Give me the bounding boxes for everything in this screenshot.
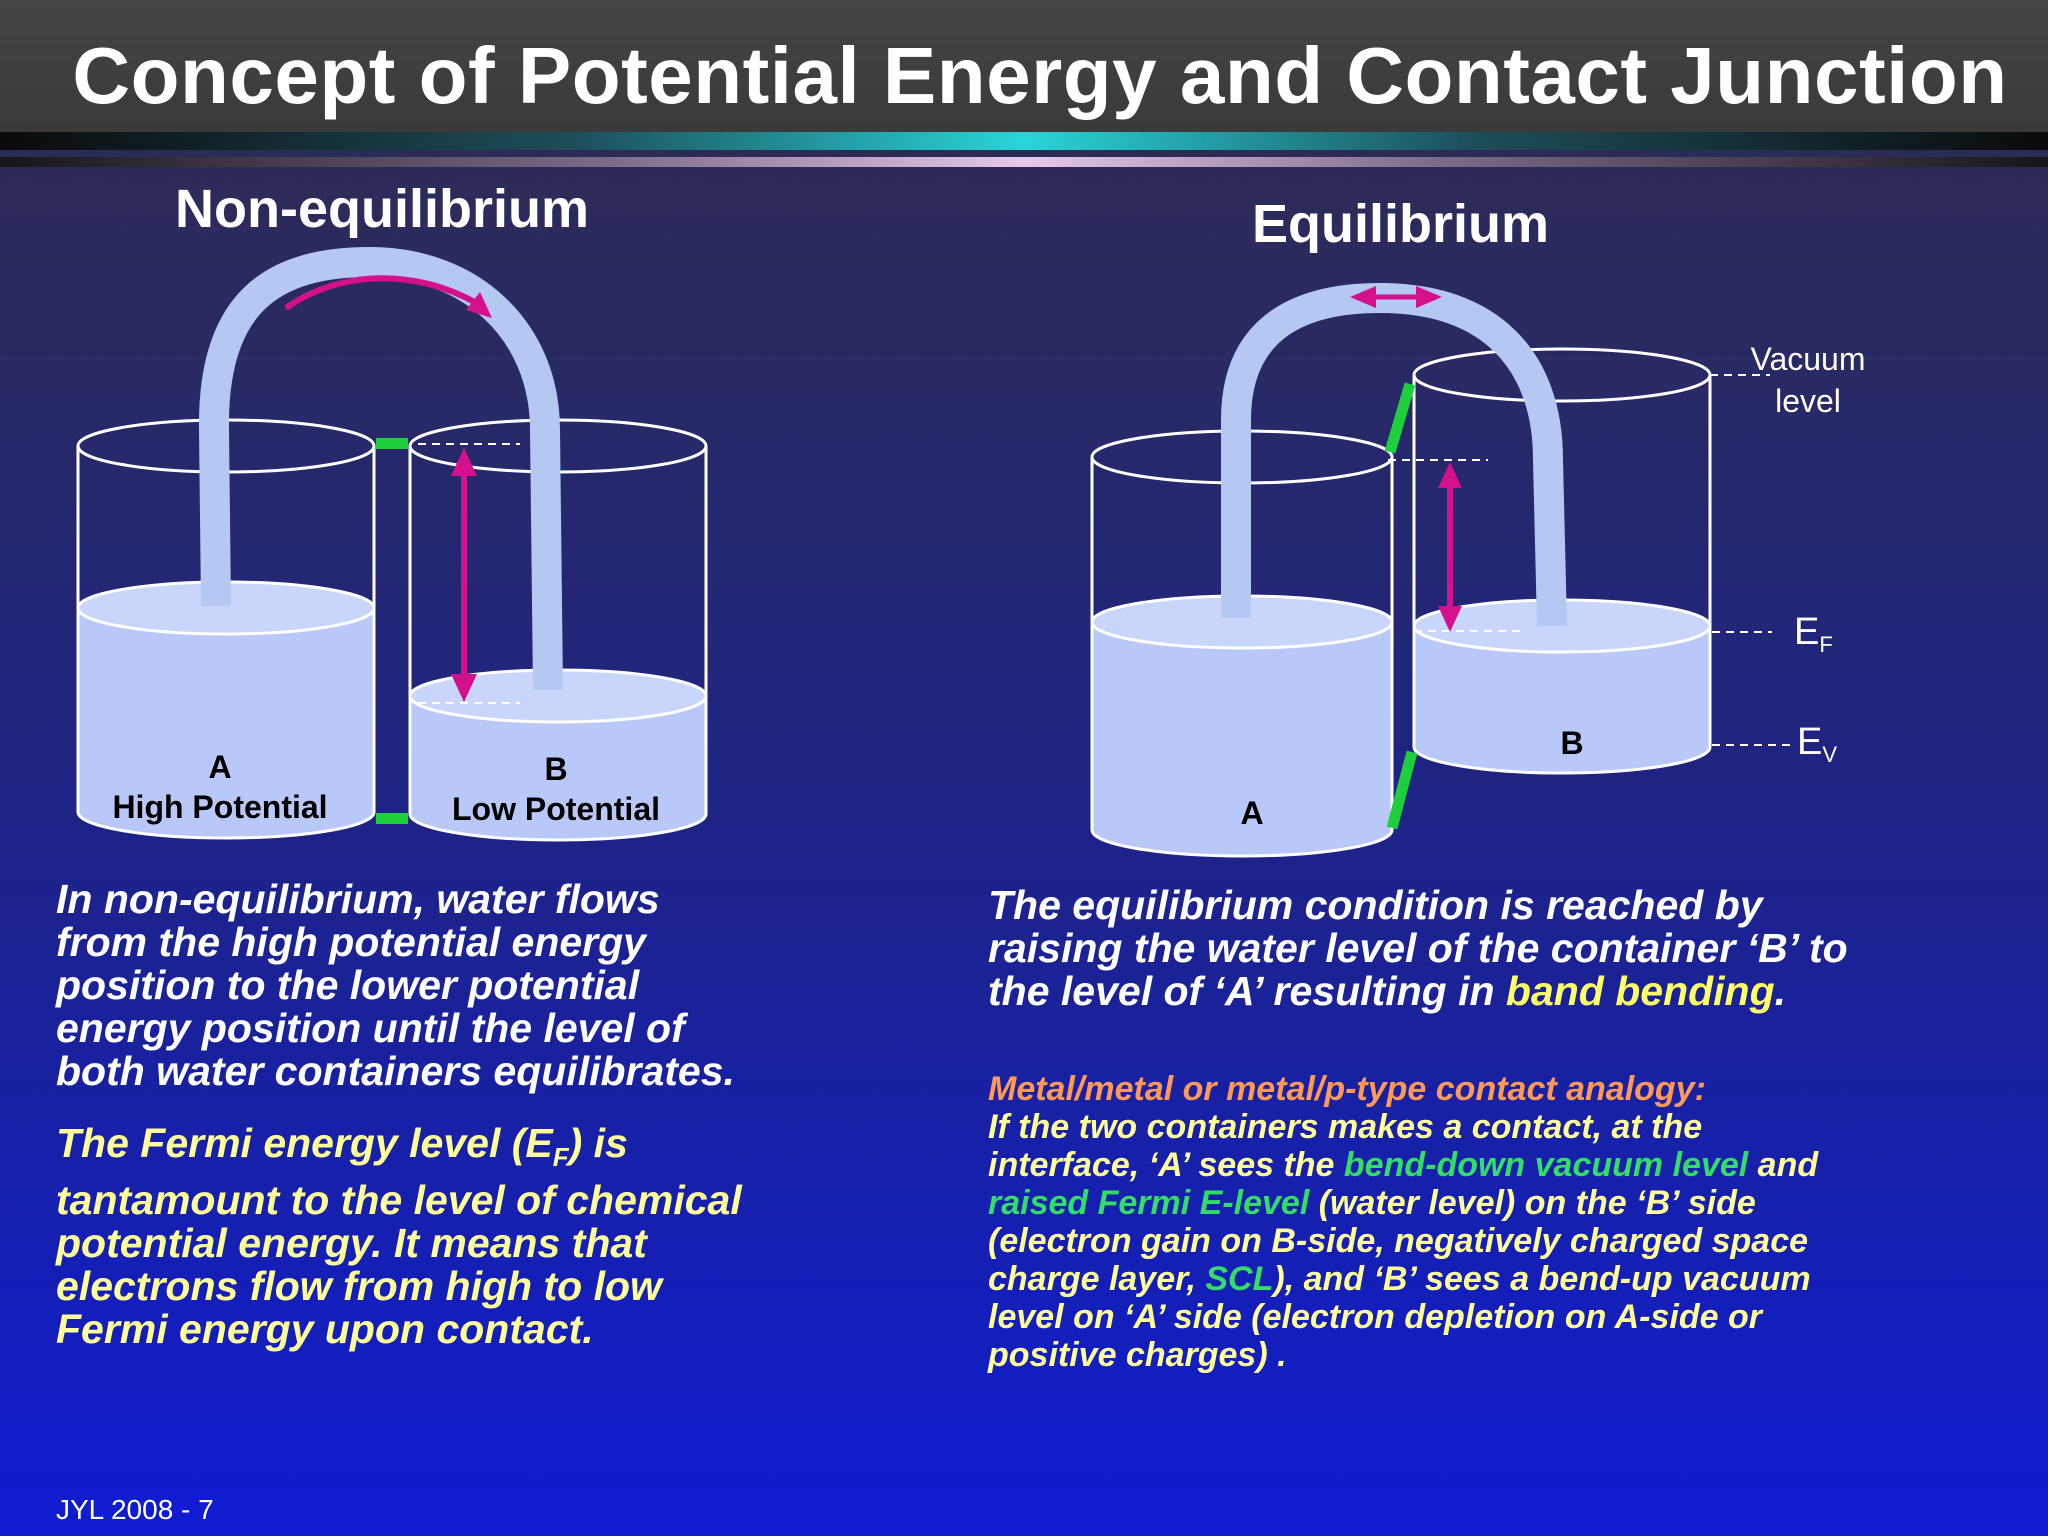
text-line: If the two containers makes a contact, a… <box>988 1108 1703 1146</box>
flow-arrow-left <box>284 275 480 311</box>
text-line: interface, ‘A’ sees the bend-down vacuum… <box>988 1146 1819 1184</box>
label-a-left: A <box>208 749 231 785</box>
slide-footer: JYL 2008 - 7 <box>56 1494 214 1525</box>
text-line: The Fermi energy level (EF) is <box>56 1120 628 1173</box>
non-equilibrium-description: In non-equilibrium, water flows from the… <box>56 878 735 1093</box>
label-low-potential: Low Potential <box>452 791 660 827</box>
text-line: potential energy. It means that <box>56 1220 647 1267</box>
text-line: In non-equilibrium, water flows <box>56 876 660 922</box>
slide-title: Concept of Potential Energy and Contact … <box>72 31 2008 120</box>
title-underline-cyan <box>0 132 2048 150</box>
label-b-right: B <box>1560 725 1583 761</box>
title-underline-pink <box>0 157 2048 167</box>
text-line: The equilibrium condition is reached by <box>988 882 1763 928</box>
label-high-potential: High Potential <box>112 789 327 825</box>
equilibrium-diagram: A B Vacuum level EF EV <box>1090 282 1865 858</box>
text-line: the level of ‘A’ resulting in band bendi… <box>988 968 1787 1014</box>
container-b-left <box>408 418 708 842</box>
label-ev: EV <box>1797 721 1837 767</box>
green-marker-bottom-left <box>376 813 408 824</box>
heading-non-equilibrium: Non-equilibrium <box>175 179 589 239</box>
text-line: Fermi energy upon contact. <box>56 1306 594 1353</box>
green-marker-top-right <box>1384 382 1416 454</box>
text-line: level on ‘A’ side (electron depletion on… <box>988 1298 1762 1336</box>
non-equilibrium-diagram: A High Potential B Low Potential <box>76 246 708 842</box>
text-line: raised Fermi E-level (water level) on th… <box>988 1184 1756 1222</box>
siphon-tube-right <box>1221 282 1567 627</box>
container-a-left <box>76 418 376 840</box>
contact-analogy-description: Metal/metal or metal/p-type contact anal… <box>988 1070 1818 1374</box>
text-line: charge layer, SCL), and ‘B’ sees a bend-… <box>988 1260 1811 1298</box>
green-marker-top-left <box>376 438 408 449</box>
text-line: both water containers equilibrates. <box>56 1048 735 1094</box>
title-bar <box>0 0 2048 132</box>
potential-difference-arrow <box>451 448 477 702</box>
text-line: electrons flow from high to low <box>56 1263 662 1310</box>
text-line: tantamount to the level of chemical <box>56 1177 742 1224</box>
text-line: raising the water level of the container… <box>988 925 1848 971</box>
text-line: energy position until the level of <box>56 1005 685 1051</box>
balanced-flow-arrow <box>1350 286 1442 308</box>
label-vacuum-line2: level <box>1775 383 1841 419</box>
container-a-right <box>1090 429 1394 858</box>
text-line: positive charges) . <box>988 1336 1287 1374</box>
green-marker-bottom-right <box>1386 750 1418 830</box>
label-b-left: B <box>544 751 567 787</box>
equilibrium-description: The equilibrium condition is reached by … <box>988 884 1848 1013</box>
siphon-tube-left <box>198 246 563 691</box>
label-ef: EF <box>1794 611 1833 657</box>
text-line: from the high potential energy <box>56 919 646 965</box>
analogy-heading: Metal/metal or metal/p-type contact anal… <box>988 1070 1706 1108</box>
label-a-right: A <box>1240 795 1263 831</box>
level-difference-arrow <box>1438 462 1462 632</box>
label-vacuum-line1: Vacuum <box>1750 341 1865 377</box>
container-b-right <box>1412 347 1712 775</box>
text-line: position to the lower potential <box>56 962 640 1008</box>
heading-equilibrium: Equilibrium <box>1252 194 1549 254</box>
text-line: (electron gain on B-side, negatively cha… <box>988 1222 1809 1260</box>
fermi-level-description: The Fermi energy level (EF) is tantamoun… <box>56 1122 742 1351</box>
band-bending-highlight: band bending <box>1505 968 1775 1014</box>
